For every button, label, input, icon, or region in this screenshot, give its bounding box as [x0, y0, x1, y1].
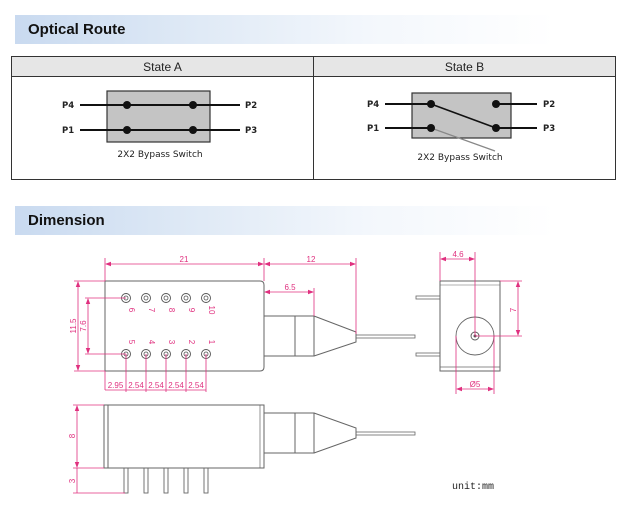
- pin-inner: [203, 295, 209, 301]
- dim-label-dia-5: Ø5: [470, 380, 481, 389]
- pin-number-label: 1: [207, 340, 216, 345]
- port-dot: [427, 100, 435, 108]
- side-pin: [203, 467, 209, 494]
- port-label-p1: P1: [62, 126, 74, 136]
- port-dot: [189, 101, 197, 109]
- pin-inner: [163, 295, 169, 301]
- end-view-body: [439, 280, 501, 372]
- end-view-pin: [415, 352, 441, 357]
- pin-number-label: 3: [167, 340, 176, 345]
- side-pin: [143, 467, 149, 494]
- pin-number-label: 6: [127, 308, 136, 313]
- pin-number-label: 5: [127, 340, 136, 345]
- pin-inner: [183, 295, 189, 301]
- pin-offset-label: 2.54: [148, 381, 164, 390]
- pin-number-label: 7: [147, 308, 156, 313]
- pin-outer: [181, 293, 191, 303]
- pin-offset-label: 2.95: [108, 381, 124, 390]
- dim-label-3: 3: [68, 478, 77, 483]
- switch-caption-b: 2X2 Bypass Switch: [417, 153, 502, 163]
- pin-outer: [161, 293, 171, 303]
- dim-label-7: 7: [509, 307, 518, 312]
- side-connector-taper: [313, 412, 357, 454]
- pin-offset-label: 2.54: [188, 381, 204, 390]
- side-connector-sleeve: [263, 412, 315, 454]
- port-dot: [123, 101, 131, 109]
- dimension-header: Dimension: [15, 206, 555, 235]
- optical-route-header: Optical Route: [15, 15, 555, 44]
- connector-taper: [313, 315, 357, 357]
- side-pin: [123, 467, 129, 494]
- side-fiber: [355, 431, 416, 436]
- side-pin: [163, 467, 169, 494]
- pin-offset-label: 2.54: [128, 381, 144, 390]
- port-label-p2: P2: [543, 100, 555, 110]
- end-view: 4.6 7 Ø5: [415, 250, 522, 394]
- port-dot: [189, 126, 197, 134]
- fiber: [355, 334, 416, 339]
- pin-number-label: 10: [207, 306, 216, 315]
- pin-outer: [141, 293, 151, 303]
- pin-number-label: 9: [187, 308, 196, 313]
- port-dot: [123, 126, 131, 134]
- side-view-body: [103, 404, 265, 469]
- dimension-title: Dimension: [28, 212, 105, 229]
- side-pin: [183, 467, 189, 494]
- top-view-body: [104, 280, 265, 372]
- dim-label-8: 8: [68, 433, 77, 438]
- route-line-p4-p3: [430, 103, 497, 129]
- pin-outer: [201, 293, 211, 303]
- port-label-p1: P1: [367, 124, 379, 134]
- port-dot: [492, 124, 500, 132]
- port-dot: [427, 124, 435, 132]
- side-view: 8 3: [68, 404, 416, 494]
- pin-offset-label: 2.54: [168, 381, 184, 390]
- optical-route-title: Optical Route: [28, 21, 126, 38]
- unit-label: unit:mm: [452, 481, 494, 493]
- state-b-header: State B: [313, 56, 616, 77]
- pin-number-label: 2: [187, 340, 196, 345]
- pin-number-label: 4: [147, 340, 156, 345]
- dim-label-4-6: 4.6: [452, 250, 464, 259]
- dim-label-21: 21: [180, 255, 189, 264]
- end-view-pin: [415, 295, 441, 300]
- connector-sleeve: [263, 315, 315, 357]
- dim-label-7-6: 7.6: [79, 320, 88, 332]
- dim-label-6-5: 6.5: [284, 283, 296, 292]
- port-label-p4: P4: [62, 101, 74, 111]
- dim-label-12: 12: [307, 255, 316, 264]
- port-label-p4: P4: [367, 100, 379, 110]
- port-label-p2: P2: [245, 101, 257, 111]
- switch-caption-a: 2X2 Bypass Switch: [117, 150, 202, 160]
- caption-leader-line: [430, 127, 496, 152]
- port-dot: [492, 100, 500, 108]
- dim-label-11-5: 11.5: [69, 318, 78, 334]
- pin-inner: [143, 295, 149, 301]
- port-label-p3: P3: [543, 124, 555, 134]
- pin-number-label: 8: [167, 308, 176, 313]
- port-label-p3: P3: [245, 126, 257, 136]
